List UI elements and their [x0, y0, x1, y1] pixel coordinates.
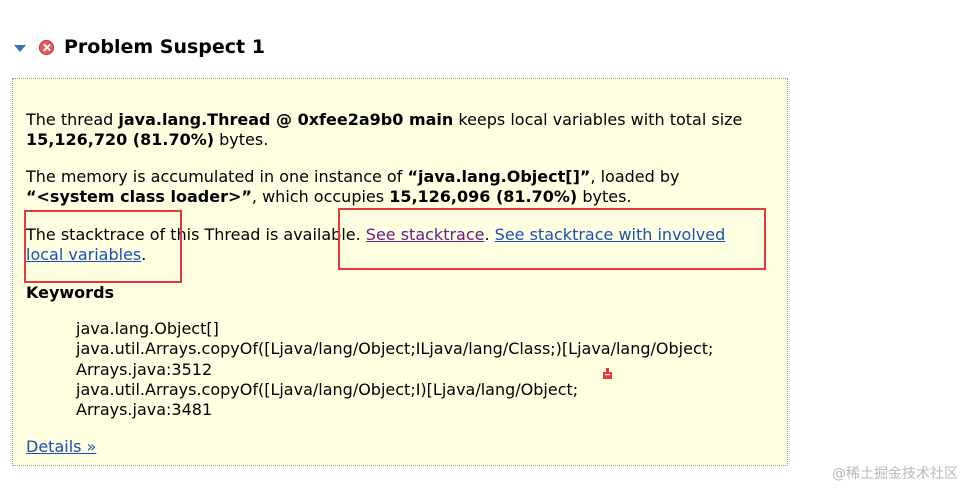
- memory-size: 15,126,096 (81.70%): [389, 187, 578, 206]
- stacktrace-description: The stacktrace of this Thread is availab…: [26, 225, 725, 265]
- p1-mid: keeps local variables with total size: [453, 110, 743, 129]
- p3-text: The stacktrace of this Thread is availab…: [26, 225, 366, 244]
- details-link[interactable]: Details »: [26, 437, 97, 456]
- section-title: Problem Suspect 1: [64, 36, 265, 58]
- triangle-down-icon[interactable]: [14, 45, 26, 52]
- class-loader: “<system class loader>”: [26, 187, 252, 206]
- thread-name: java.lang.Thread @ 0xfee2a9b0 main: [118, 110, 454, 129]
- memory-description: The memory is accumulated in one instanc…: [26, 167, 679, 207]
- keywords-list: java.lang.Object[] java.util.Arrays.copy…: [76, 319, 713, 420]
- p1-suffix: bytes.: [214, 130, 269, 149]
- see-stacktrace-variables-link-line1[interactable]: See stacktrace with involved: [494, 225, 726, 244]
- keyword-line: java.util.Arrays.copyOf([Ljava/lang/Obje…: [76, 339, 714, 359]
- p1-prefix: The thread: [26, 110, 119, 129]
- thread-description: The thread java.lang.Thread @ 0xfee2a9b0…: [26, 110, 742, 150]
- thread-size: 15,126,720 (81.70%): [26, 130, 215, 149]
- see-stacktrace-link[interactable]: See stacktrace: [365, 225, 485, 244]
- problem-panel: The thread java.lang.Thread @ 0xfee2a9b0…: [12, 78, 788, 466]
- keyword-line: java.util.Arrays.copyOf([Ljava/lang/Obje…: [76, 379, 579, 399]
- p2-prefix: The memory is accumulated in one instanc…: [26, 167, 408, 186]
- see-stacktrace-variables-link-line2[interactable]: local variables: [26, 245, 142, 264]
- section-header: Problem Suspect 1: [14, 34, 265, 60]
- keywords-title: Keywords: [26, 283, 115, 302]
- p3-sep: .: [484, 225, 495, 244]
- p2-mid: , loaded by: [590, 167, 680, 186]
- object-class: “java.lang.Object[]”: [407, 167, 591, 186]
- cursor-icon: [603, 368, 612, 379]
- watermark: @稀土掘金技术社区: [832, 466, 958, 482]
- keyword-line: Arrays.java:3512: [76, 359, 213, 379]
- keyword-line: Arrays.java:3481: [76, 400, 213, 420]
- p2-mid2: , which occupies: [251, 187, 390, 206]
- p2-suffix: bytes.: [577, 187, 632, 206]
- keyword-line: java.lang.Object[]: [76, 319, 219, 338]
- error-icon: [39, 39, 54, 55]
- p3-end: .: [141, 245, 147, 264]
